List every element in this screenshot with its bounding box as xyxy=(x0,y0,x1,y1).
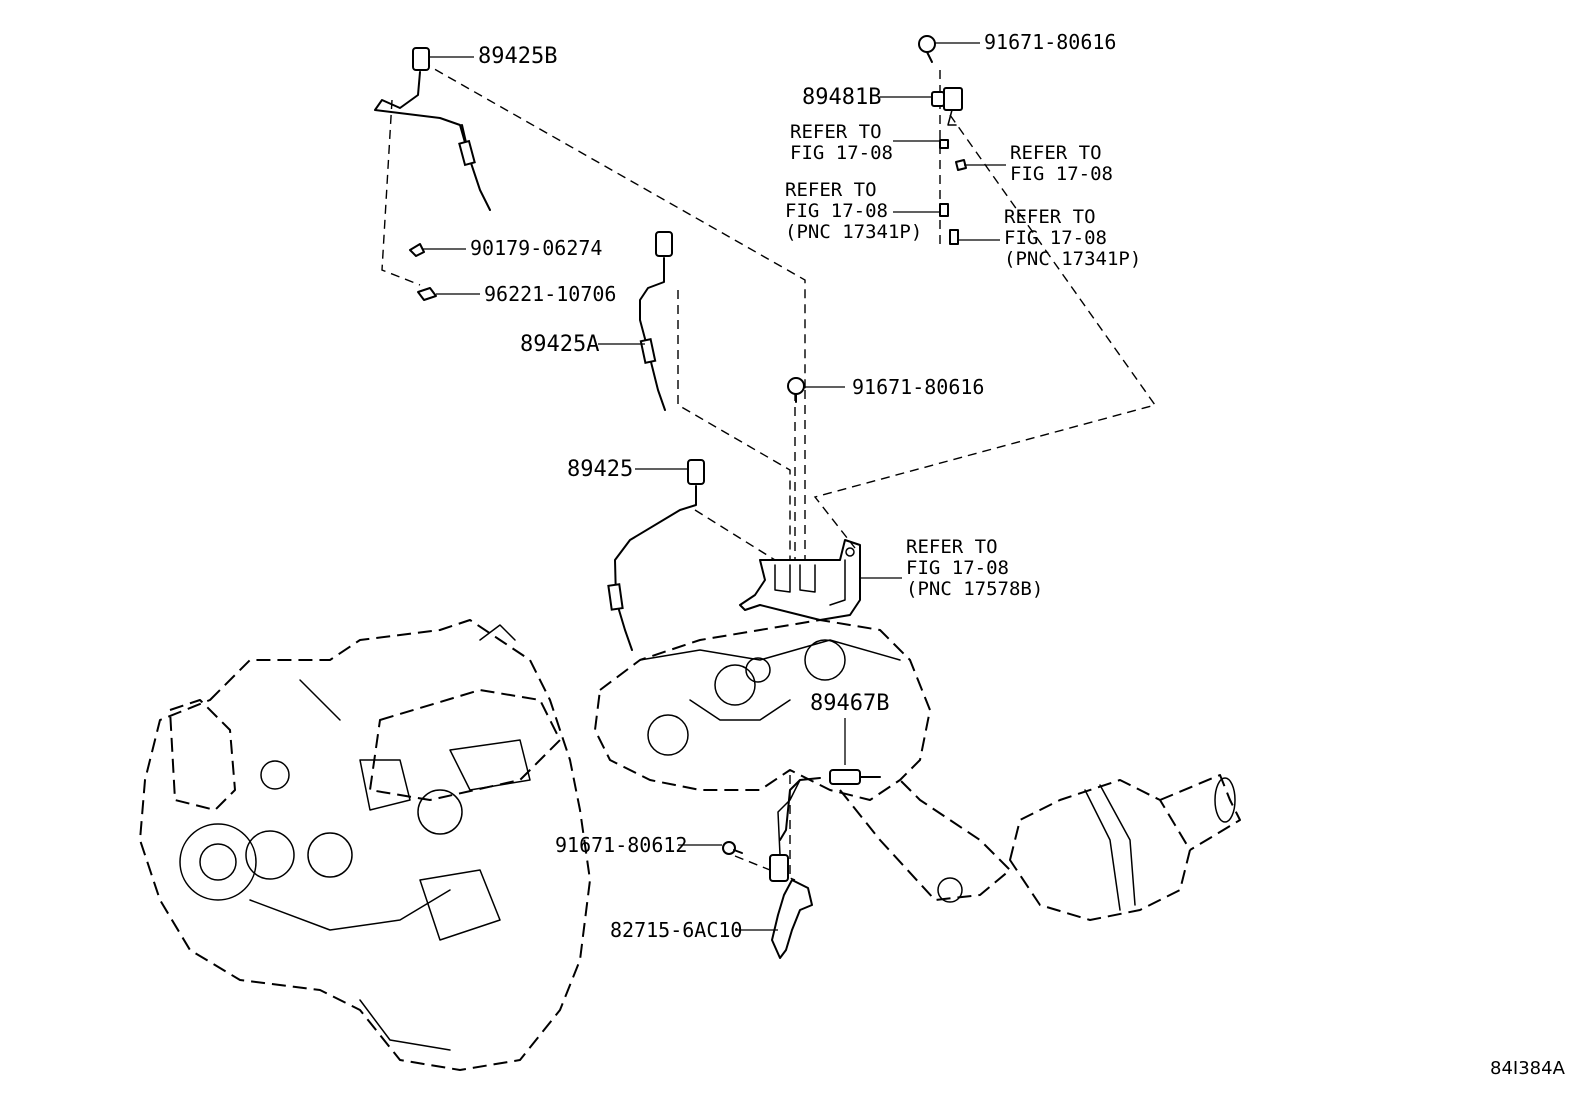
clamp-82715-6AC10 xyxy=(771,879,813,959)
sensor-89481B xyxy=(931,87,963,126)
hose-fittings xyxy=(939,139,967,245)
label-96221-10706: 96221-10706 xyxy=(484,282,616,306)
label-82715-6AC10: 82715-6AC10 xyxy=(610,918,742,942)
label-91671-80612: 91671-80612 xyxy=(555,833,687,857)
ref4-line1: REFER TO xyxy=(1004,206,1096,228)
sensor-bracket xyxy=(739,539,861,621)
exhaust-manifold-illustration xyxy=(594,619,1241,921)
ref3-line1: REFER TO xyxy=(785,179,877,201)
ref4-line3: (PNC 17341P) xyxy=(1004,248,1141,270)
sensor-89425B xyxy=(374,47,491,211)
sensor-89425 xyxy=(607,459,705,651)
diagram-id: 84I384A xyxy=(1490,1058,1566,1079)
sensor-89425A xyxy=(639,231,673,411)
ref5-line3: (PNC 17578B) xyxy=(906,578,1043,600)
leader-lines xyxy=(423,42,1006,931)
ref2-line1: REFER TO xyxy=(1010,142,1102,164)
label-91671-80616-mid: 91671-80616 xyxy=(852,375,984,399)
sensor-89467B xyxy=(769,769,881,882)
clip-90179-06274 xyxy=(409,243,425,257)
label-89425: 89425 xyxy=(567,457,633,482)
label-90179-06274: 90179-06274 xyxy=(470,236,602,260)
ref2-line2: FIG 17-08 xyxy=(1010,163,1113,185)
ref1-line1: REFER TO xyxy=(790,121,882,143)
clamp-96221-10706 xyxy=(417,287,437,301)
bolt-91671-80612 xyxy=(722,841,743,855)
part-labels: 89425B 91671-80616 89481B 90179-06274 96… xyxy=(470,30,1116,942)
label-89425B: 89425B xyxy=(478,44,557,69)
ref4-line2: FIG 17-08 xyxy=(1004,227,1107,249)
ref3-line2: FIG 17-08 xyxy=(785,200,888,222)
bolt-91671-80616-mid xyxy=(787,377,805,403)
reference-labels: REFER TO FIG 17-08 REFER TO FIG 17-08 RE… xyxy=(785,121,1141,600)
label-91671-80616-top: 91671-80616 xyxy=(984,30,1116,54)
ref5-line2: FIG 17-08 xyxy=(906,557,1009,579)
pulley-icon xyxy=(179,823,257,901)
label-89425A: 89425A xyxy=(520,332,599,357)
label-89467B: 89467B xyxy=(810,691,889,716)
bolt-91671-80616-top xyxy=(918,35,936,63)
ref1-line2: FIG 17-08 xyxy=(790,142,893,164)
label-89481B: 89481B xyxy=(802,85,881,110)
ref5-line1: REFER TO xyxy=(906,536,998,558)
ref3-line3: (PNC 17341P) xyxy=(785,221,922,243)
engine-block-illustration xyxy=(139,619,591,1071)
